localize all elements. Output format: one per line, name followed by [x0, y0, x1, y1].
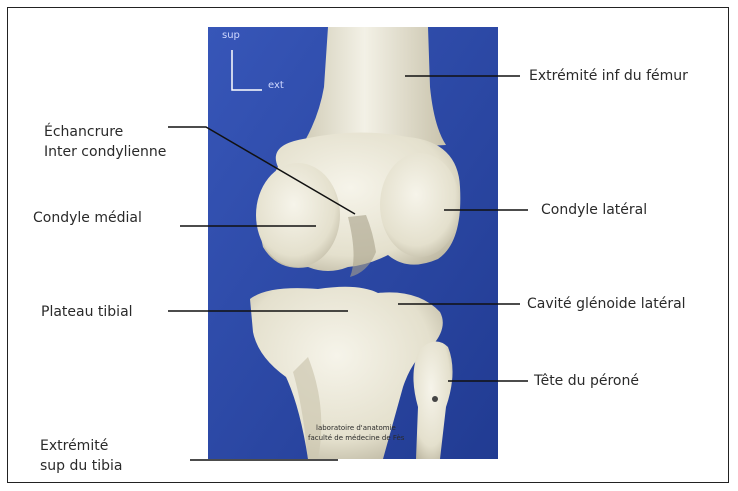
label-intercondylar-notch: Échancrure Inter condylienne [44, 122, 166, 162]
label-tibial-plateau: Plateau tibial [41, 302, 133, 322]
label-lateral-glenoid-cavity: Cavité glénoide latéral [527, 294, 686, 314]
label-femur-lower-end: Extrémité inf du fémur [529, 66, 688, 86]
label-tibia-upper-end: Extrémité sup du tibia [40, 436, 122, 476]
label-medial-condyle: Condyle médial [33, 208, 142, 228]
label-fibula-head: Tête du péroné [534, 371, 639, 391]
leader-intercondylar-notch [168, 127, 355, 214]
label-lateral-condyle: Condyle latéral [541, 200, 647, 220]
orientation-axes [232, 50, 262, 90]
